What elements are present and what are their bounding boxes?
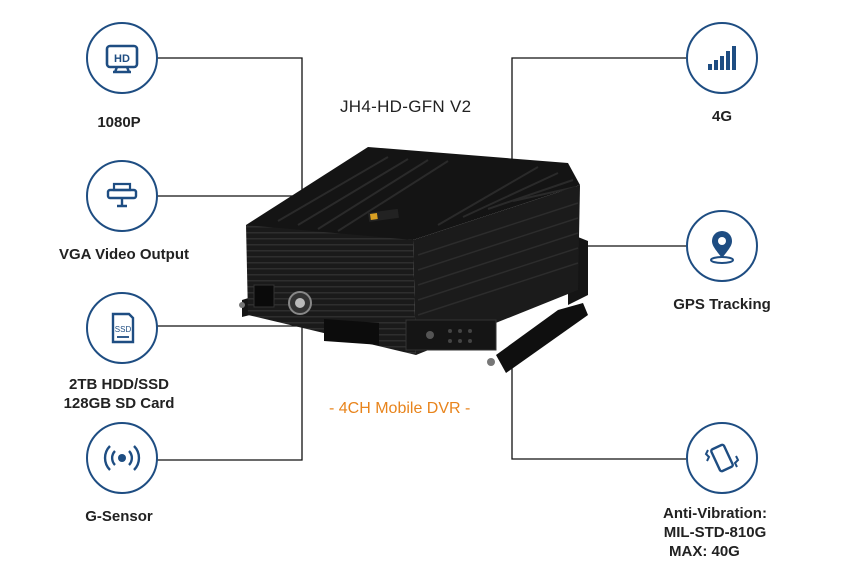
product-subtitle: - 4CH Mobile DVR - [329,400,471,417]
mobile-dvr-device [239,147,588,373]
product-model-title: JH4-HD-GFN V2 [340,97,472,116]
svg-text:HD: HD [114,53,130,65]
feature-vga-label: VGA Video Output [59,246,189,263]
feature-vibration [686,422,758,494]
ssd-card-icon: SSD [111,312,135,344]
feature-vga [86,160,158,232]
feature-storage-line2: 128GB SD Card [63,395,175,412]
feature-gsensor-label: G-Sensor [85,508,153,525]
vibrating-phone-icon [704,443,740,473]
feature-storage: SSD [86,292,158,364]
g-sensor-icon [103,445,141,471]
feature-gsensor [86,422,158,494]
feature-gps-label: GPS Tracking [673,296,771,313]
feature-network [686,22,758,94]
signal-bars-icon [708,46,736,70]
feature-vibration-line2: MIL-STD-810G [663,524,767,541]
feature-hd-label: 1080P [97,114,141,131]
feature-storage-line1: 2TB HDD/SSD [68,376,170,393]
hd-icon: HD [105,44,139,74]
vga-connector-icon [106,182,138,208]
feature-hd: HD [86,22,158,94]
svg-text:SSD: SSD [115,325,132,334]
feature-network-label: 4G [711,108,733,125]
map-pin-icon [710,231,734,264]
feature-gps [686,210,758,282]
feature-vibration-line1: Anti-Vibration: [663,505,767,522]
feature-vibration-line3: MAX: 40G [669,543,740,560]
